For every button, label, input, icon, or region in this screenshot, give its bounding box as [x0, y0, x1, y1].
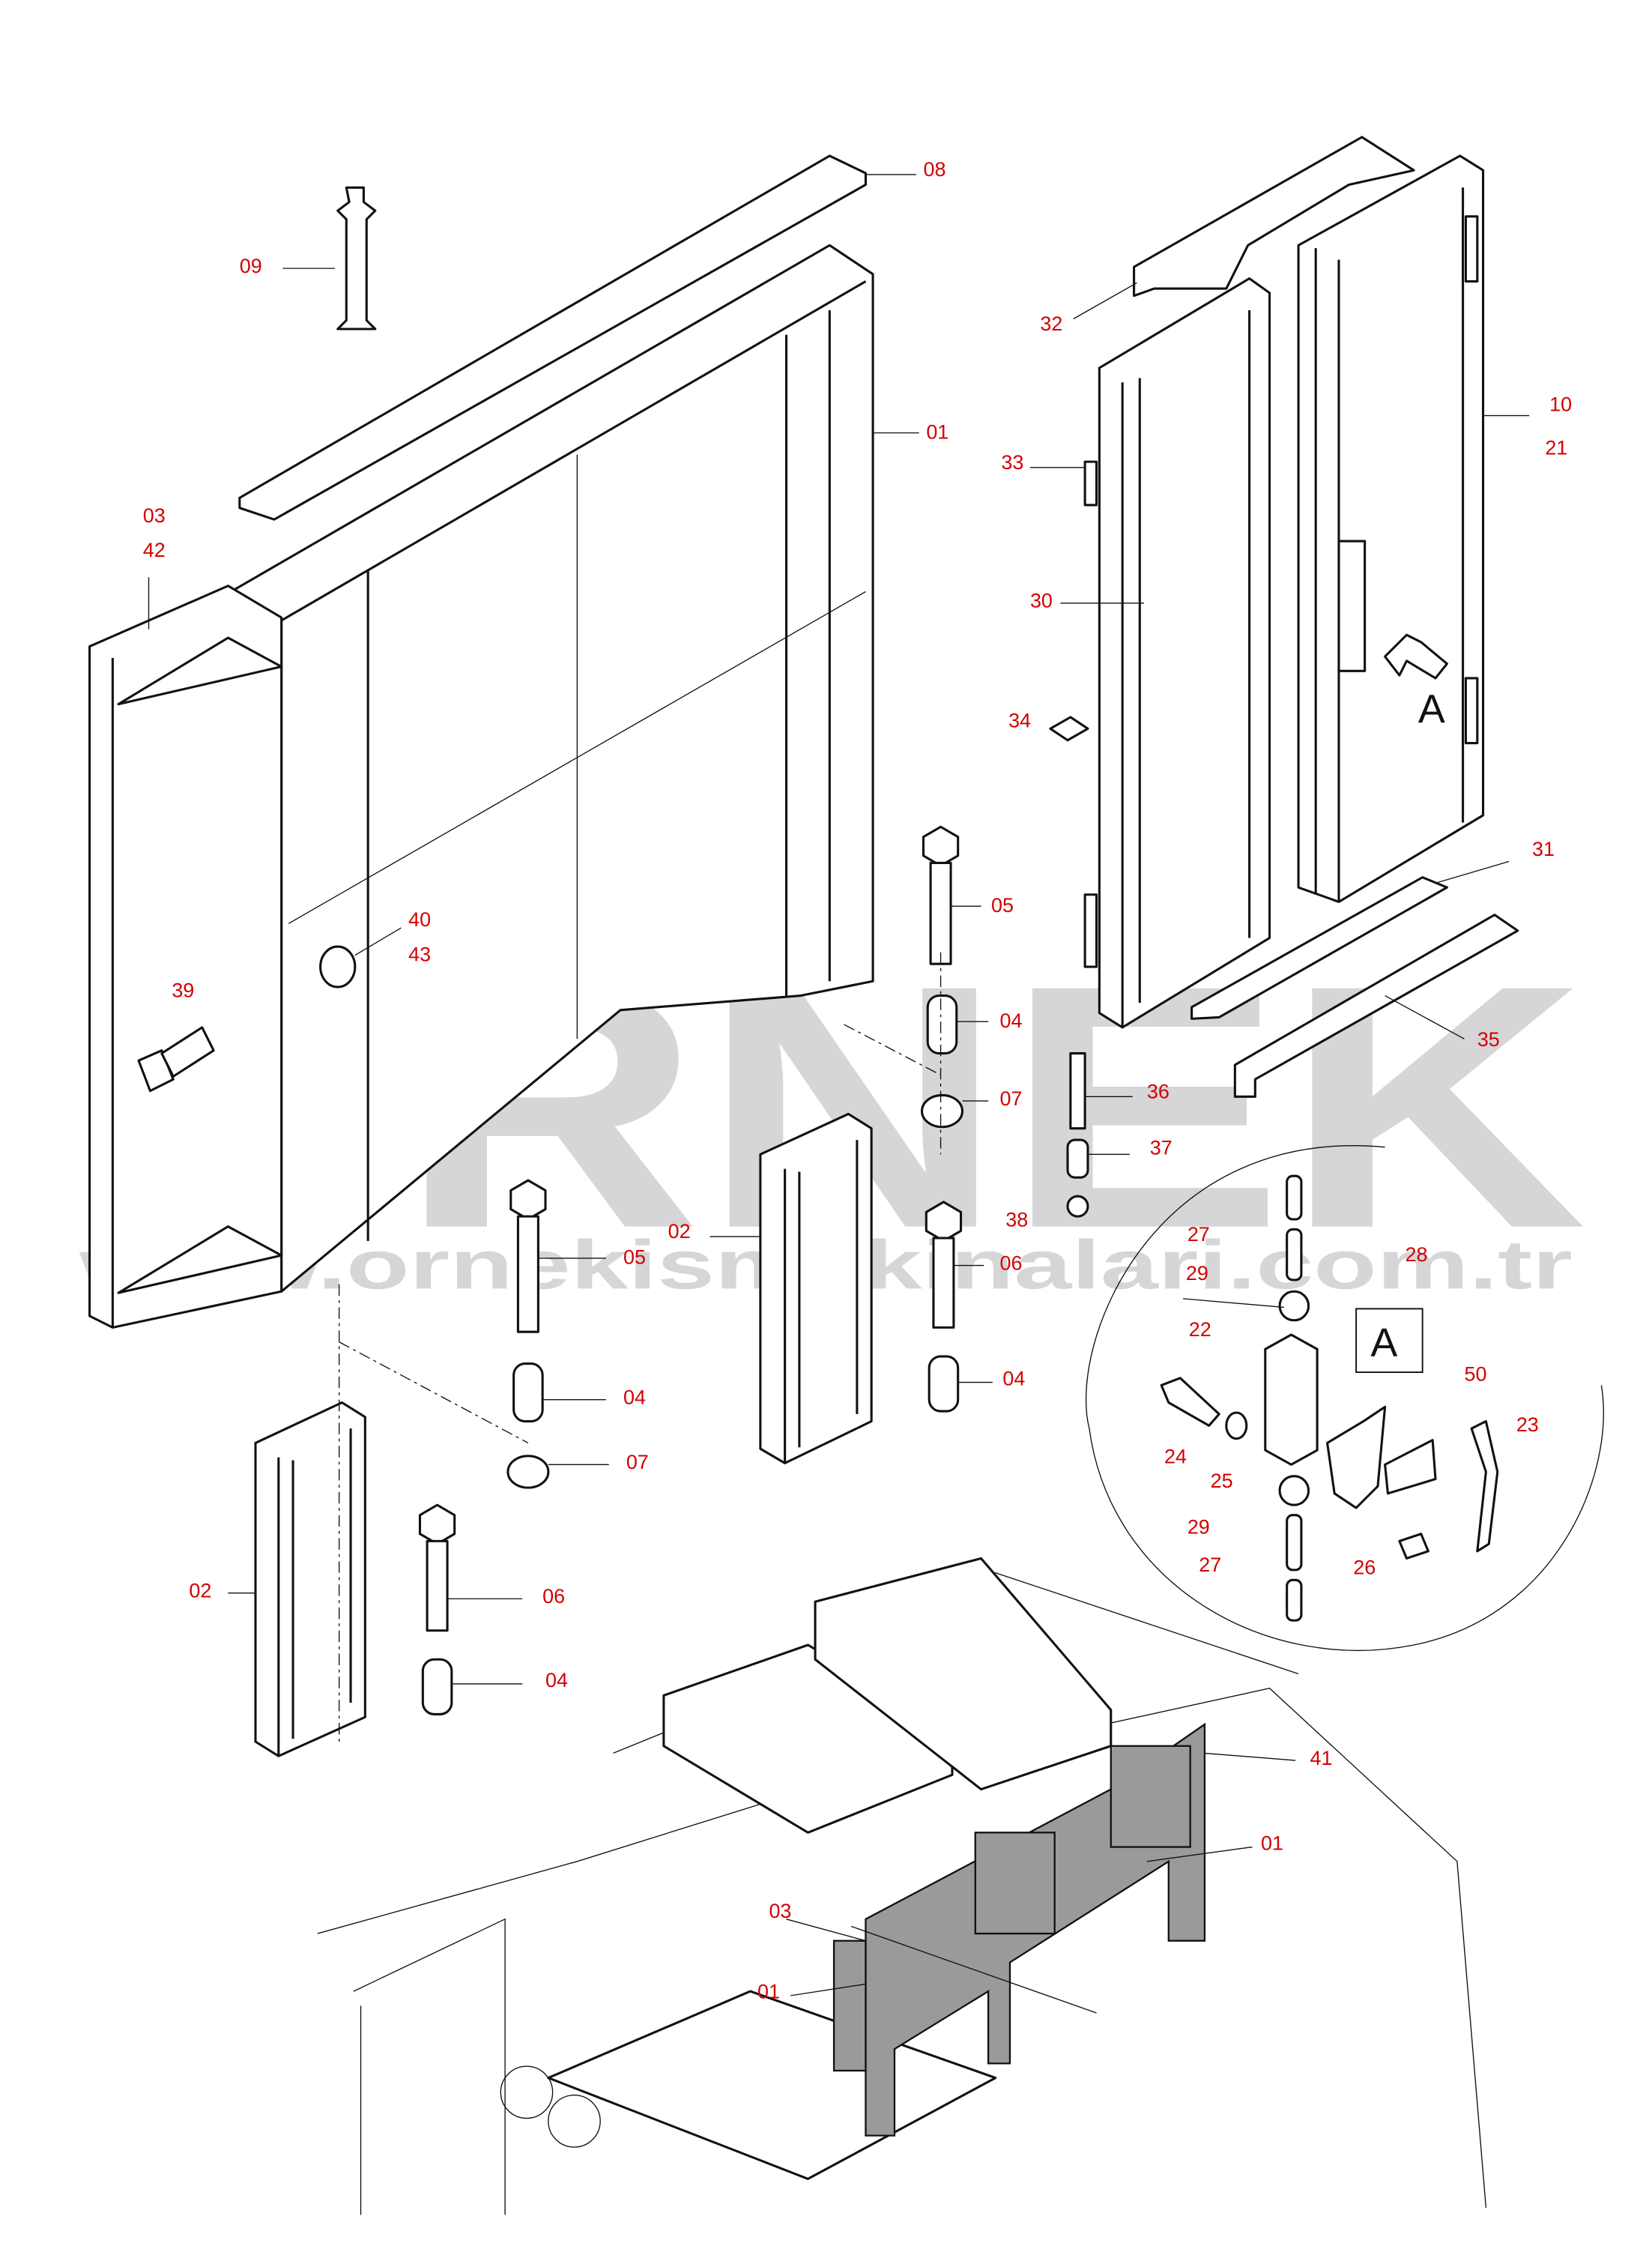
callout-35: 35 — [1477, 1028, 1500, 1051]
callout-07: 07 — [1000, 1087, 1023, 1110]
callout-22: 22 — [1189, 1318, 1211, 1341]
callout-38: 38 — [1005, 1209, 1028, 1231]
callout-labels: 08 09 01 10 21 32 33 30 03 42 34 A 31 05… — [143, 158, 1572, 2003]
machine-assembly-view — [317, 1557, 1487, 2215]
part-05-bolt-upper — [922, 825, 981, 965]
part-05-bolt-lower — [509, 1179, 606, 1333]
fasteners — [338, 825, 1133, 1746]
callout-02: 02 — [668, 1220, 691, 1243]
part-04-spacer-mid — [512, 1362, 606, 1423]
callout-09: 09 — [240, 255, 262, 277]
callout-06-left: 06 — [542, 1585, 565, 1608]
door-assembly — [1029, 136, 1530, 1098]
part-07-nut-lower — [506, 1455, 609, 1489]
detail-marker-a: A — [1418, 687, 1445, 732]
callout-31: 31 — [1532, 838, 1555, 860]
callout-27-lower: 27 — [1199, 1554, 1221, 1576]
callout-40: 40 — [408, 908, 431, 931]
callout-03: 03 — [143, 504, 166, 527]
callout-30: 30 — [1030, 590, 1053, 612]
callout-43: 43 — [408, 943, 431, 965]
part-04-spacer-left — [421, 1658, 523, 1715]
part-08-top-strip — [238, 154, 916, 521]
part-04-spacer-upper — [926, 994, 989, 1055]
part-22-lock-body — [1264, 1333, 1319, 1466]
callout-05: 05 — [991, 894, 1014, 917]
callout-29-lower: 29 — [1187, 1516, 1210, 1539]
detail-box-label: A — [1370, 1320, 1397, 1365]
callout-07-lower: 07 — [626, 1451, 649, 1473]
callout-08: 08 — [923, 158, 945, 181]
callout-04-left: 04 — [545, 1669, 568, 1691]
callout-21: 21 — [1545, 437, 1567, 459]
callout-24: 24 — [1164, 1445, 1187, 1467]
callout-34: 34 — [1008, 709, 1031, 731]
part-06-bolt-left — [418, 1503, 523, 1632]
callout-02-left: 02 — [189, 1579, 211, 1602]
part-02-frame-right — [709, 1112, 873, 1464]
callout-01: 01 — [926, 420, 948, 443]
callout-50: 50 — [1465, 1363, 1487, 1386]
callout-10: 10 — [1549, 393, 1572, 416]
callout-26: 26 — [1353, 1557, 1376, 1579]
callout-32: 32 — [1040, 313, 1062, 335]
callout-27: 27 — [1187, 1223, 1210, 1246]
callout-01-assembly: 01 — [1261, 1832, 1283, 1854]
part-02-frame-left — [228, 1401, 366, 1757]
part-04-spacer-right — [928, 1355, 993, 1413]
part-40-nut — [319, 927, 402, 988]
part-03-side-channel — [88, 577, 283, 1329]
part-09-plug — [282, 186, 377, 330]
callout-03-assembly: 03 — [769, 1900, 791, 1922]
callout-05-lower: 05 — [623, 1246, 646, 1269]
part-37-spacer — [1066, 1138, 1130, 1179]
callout-04: 04 — [1000, 1009, 1023, 1032]
callout-28: 28 — [1406, 1243, 1428, 1266]
callout-04-right: 04 — [1002, 1367, 1025, 1389]
callout-41: 41 — [1310, 1747, 1332, 1769]
callout-25: 25 — [1211, 1470, 1233, 1492]
callout-01-assembly-left: 01 — [757, 1981, 780, 2003]
callout-42: 42 — [143, 539, 166, 561]
callout-37: 37 — [1150, 1136, 1173, 1159]
callout-29: 29 — [1186, 1262, 1208, 1285]
callout-39: 39 — [172, 979, 194, 1001]
callout-36: 36 — [1147, 1080, 1170, 1102]
callout-04-mid: 04 — [623, 1386, 646, 1408]
part-36-bolt — [1069, 1052, 1133, 1130]
callout-23: 23 — [1516, 1413, 1539, 1436]
part-06-bolt-right — [925, 1201, 984, 1329]
part-07-nut-upper — [921, 1093, 989, 1129]
detail-a: A — [1085, 1145, 1604, 1651]
callout-33: 33 — [1001, 451, 1023, 474]
part-39-bolt — [137, 1026, 215, 1093]
part-38-nut — [1066, 1195, 1089, 1218]
callout-06: 06 — [1000, 1252, 1023, 1274]
